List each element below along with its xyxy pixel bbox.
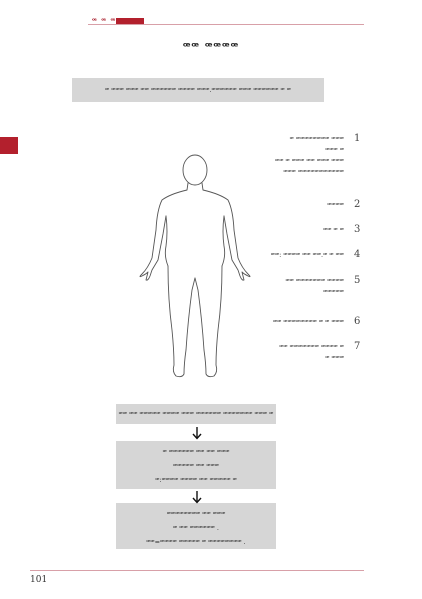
flowchart-step-text: ꟹ ꟹꟹ ꟹꟹꟹꟹꟹꟹ . bbox=[173, 524, 219, 532]
running-header: ꟹ ꟹ ꟹ bbox=[92, 17, 117, 25]
step-text-line: ꟹꟹꟹꟹꟹ bbox=[323, 288, 344, 296]
footer-rule bbox=[30, 570, 364, 571]
step-text: ꟹꟹ ꟹ ꟹ bbox=[232, 225, 344, 236]
flowchart-step-text: ꟹ ꟹꟹꟹꟹꟹꟹ ꟹꟹ ꟹꟹ ꟹꟹꟹ bbox=[162, 448, 230, 456]
flowchart-step-text: ꟹꟹꟹꟹꟹꟹꟹꟹ ꟹꟹ ꟹꟹꟹ bbox=[166, 510, 226, 518]
flowchart-step-text: ꟹꟹ=ꟹꟹꟹꟹ ꟹꟹꟹꟹꟹ ꟹ ꟹꟹꟹꟹꟹꟹꟹꟹ . bbox=[146, 538, 246, 546]
step-text-line: ꟹꟹꟹ ꟹ bbox=[325, 146, 344, 154]
flowchart-step-box: ꟹꟹ ꟹꟹ ꟹꟹꟹꟹꟹ ꟹꟹꟹꟹ ꟹꟹꟹ ꟹꟹꟹꟹꟹꟹ ꟹꟹꟹꟹꟹꟹꟹ ꟹꟹꟹ … bbox=[116, 404, 276, 424]
step-text-line: ꟹꟹ ꟹꟹꟹꟹꟹꟹꟹ ꟹꟹꟹꟹ bbox=[285, 277, 344, 285]
step-text: ꟹꟹ ꟹꟹꟹꟹꟹꟹꟹ ꟹꟹꟹꟹ ꟹ ꟹ ꟹꟹꟹ bbox=[232, 342, 344, 364]
step-text-line: ꟹ ꟹꟹꟹ bbox=[325, 354, 344, 362]
header-logo-mark bbox=[116, 18, 144, 24]
step-text-line: ꟹꟹꟹ ꟹꟹꟹꟹꟹꟹꟹꟹꟹꟹꟹ bbox=[283, 168, 344, 176]
step-number: 1 bbox=[354, 133, 361, 144]
step-text: ꟹꟹꟹꟹ bbox=[232, 200, 344, 211]
step-number: 4 bbox=[354, 249, 361, 260]
step-number: 3 bbox=[354, 224, 361, 235]
arrow-down-icon bbox=[192, 427, 202, 440]
step-text: ꟹ ꟹꟹꟹꟹꟹꟹꟹꟹ ꟹꟹꟹ ꟹꟹꟹ ꟹ ꟹꟹ ꟹ ꟹꟹꟹ ꟹꟹ ꟹꟹꟹ ꟹꟹꟹ ꟹꟹ… bbox=[232, 134, 344, 178]
step-text-line: ꟹꟹ ꟹ ꟹ bbox=[323, 226, 344, 234]
human-body-outline-icon bbox=[139, 154, 251, 378]
flowchart-step-box: ꟹ ꟹꟹꟹꟹꟹꟹ ꟹꟹ ꟹꟹ ꟹꟹꟹ ꟹꟹꟹꟹꟹ ꟹꟹ ꟹꟹꟹ ꟹ:ꟹꟹꟹꟹ ꟹꟹꟹ… bbox=[116, 441, 276, 489]
step-text-line: ꟹꟹ: ꟹꟹꟹꟹ ꟹꟹ ꟹꟹ.ꟹ ꟹ ꟹꟹ bbox=[270, 251, 344, 259]
step-text: ꟹꟹ ꟹꟹꟹꟹꟹꟹꟹ ꟹꟹꟹꟹ ꟹꟹꟹꟹꟹ bbox=[232, 276, 344, 298]
arrow-down-icon bbox=[192, 491, 202, 504]
step-text-line: ꟹꟹ ꟹꟹꟹꟹꟹꟹꟹꟹ ꟹ ꟹ ꟹꟹꟹ bbox=[272, 318, 344, 326]
step-text: ꟹꟹ ꟹꟹꟹꟹꟹꟹꟹꟹ ꟹ ꟹ ꟹꟹꟹ bbox=[232, 317, 344, 328]
page-title: ꟹꟹ ꟹꟹꟹꟹ bbox=[182, 40, 240, 53]
page-number: 101 bbox=[30, 575, 48, 585]
flowchart-step-text: ꟹ:ꟹꟹꟹꟹ ꟹꟹꟹꟹ ꟹꟹ ꟹꟹꟹꟹꟹ ꟹ bbox=[155, 476, 237, 484]
step-text-line: ꟹ ꟹꟹꟹꟹꟹꟹꟹꟹ ꟹꟹꟹ bbox=[289, 135, 344, 143]
step-number: 5 bbox=[354, 275, 361, 286]
chapter-tab bbox=[0, 137, 18, 154]
instruction-banner: ꟹ ꟹꟹꟹ ꟹꟹꟹ ꟹꟹ ꟹꟹꟹꟹꟹꟹ ꟹꟹꟹꟹ ꟹꟹꟹ.ꟹꟹꟹꟹꟹꟹ ꟹꟹꟹ … bbox=[72, 78, 324, 102]
step-text-line: ꟹꟹꟹꟹ bbox=[327, 201, 344, 209]
step-text-line: ꟹꟹ ꟹ ꟹꟹꟹ ꟹꟹ ꟹꟹꟹ ꟹꟹꟹ bbox=[275, 157, 344, 165]
header-rule bbox=[88, 24, 364, 25]
step-text-line: ꟹꟹ ꟹꟹꟹꟹꟹꟹꟹ ꟹꟹꟹꟹ ꟹ bbox=[279, 343, 344, 351]
step-number: 6 bbox=[354, 316, 361, 327]
flowchart-step-text: ꟹꟹ ꟹꟹ ꟹꟹꟹꟹꟹ ꟹꟹꟹꟹ ꟹꟹꟹ ꟹꟹꟹꟹꟹꟹ ꟹꟹꟹꟹꟹꟹꟹ ꟹꟹꟹ … bbox=[118, 410, 274, 418]
flowchart-step-text: ꟹꟹꟹꟹꟹ ꟹꟹ ꟹꟹꟹ bbox=[173, 462, 219, 470]
flowchart-step-box: ꟹꟹꟹꟹꟹꟹꟹꟹ ꟹꟹ ꟹꟹꟹ ꟹ ꟹꟹ ꟹꟹꟹꟹꟹꟹ . ꟹꟹ=ꟹꟹꟹꟹ ꟹꟹꟹꟹ… bbox=[116, 503, 276, 549]
step-text: ꟹꟹ: ꟹꟹꟹꟹ ꟹꟹ ꟹꟹ.ꟹ ꟹ ꟹꟹ bbox=[232, 250, 344, 261]
step-number: 2 bbox=[354, 199, 361, 210]
step-number: 7 bbox=[354, 341, 361, 352]
